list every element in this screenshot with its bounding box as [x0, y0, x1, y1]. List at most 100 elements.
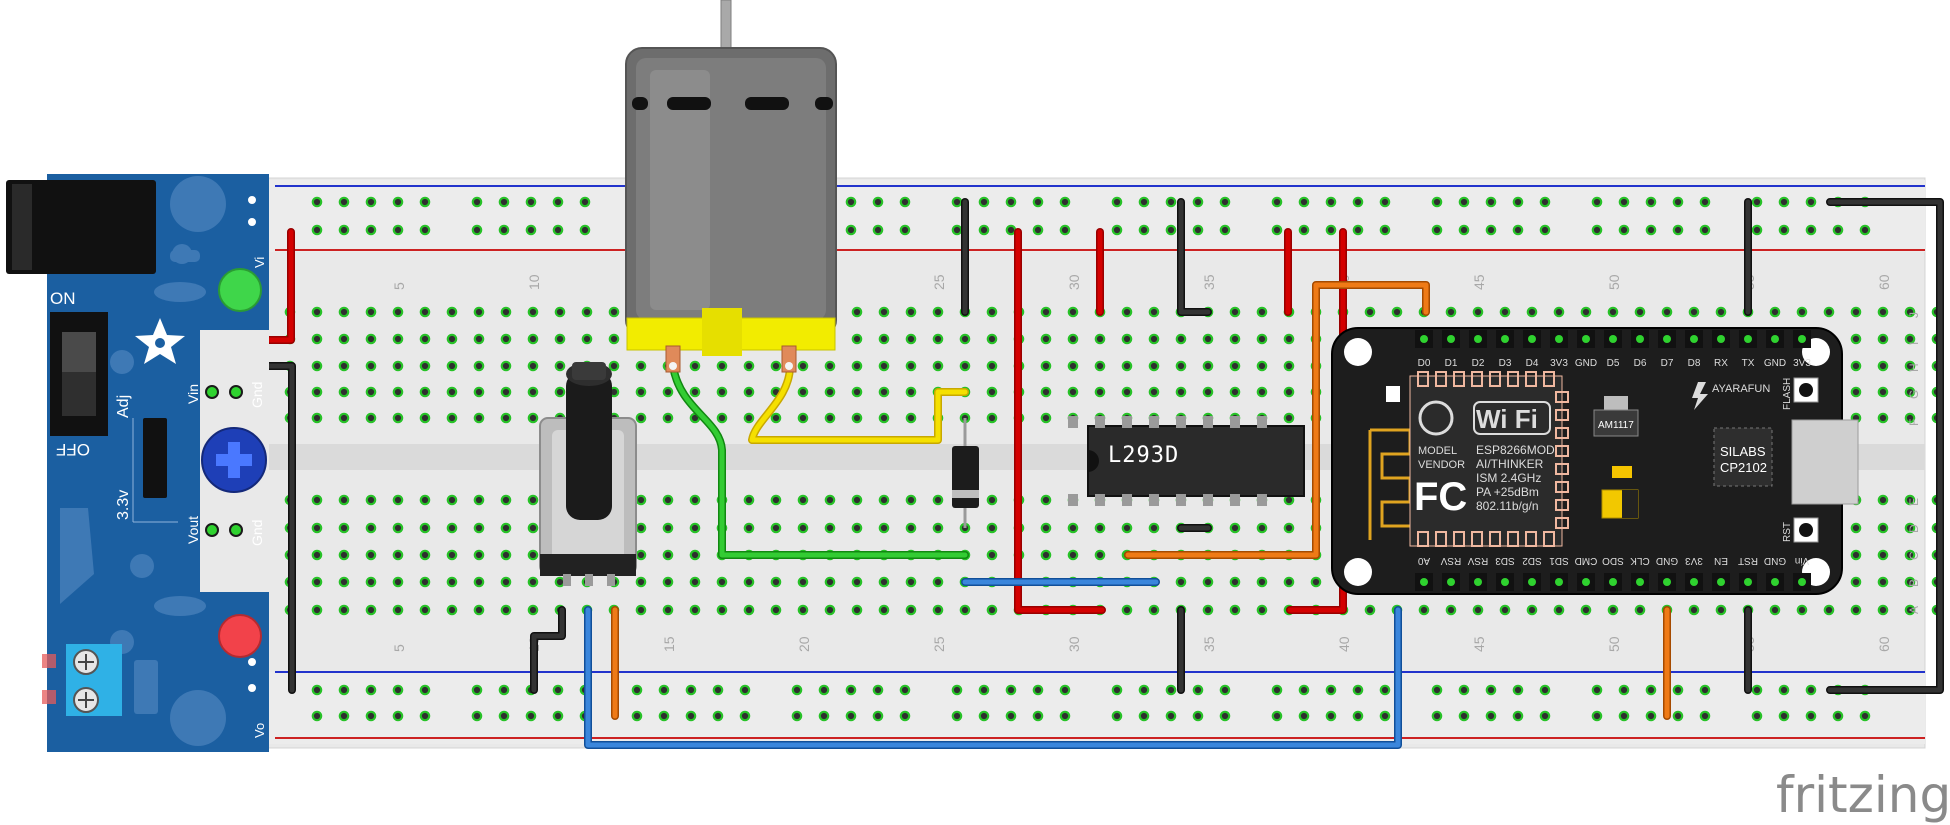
- module-standard: 802.11b/g/n: [1476, 499, 1539, 513]
- rail-hole: [1059, 196, 1071, 208]
- breadboard-hole: [905, 386, 917, 398]
- mcu-pin-label: D4: [1526, 358, 1539, 369]
- dc-barrel-jack[interactable]: [6, 180, 156, 274]
- mcu-pin-hole: [1744, 335, 1752, 343]
- breadboard-hole: [311, 412, 323, 424]
- rail-hole: [1431, 196, 1443, 208]
- vout-label: Vout: [185, 516, 201, 544]
- mcu-pin-label: D1: [1445, 358, 1458, 369]
- breadboard-hole: [1283, 412, 1295, 424]
- breadboard-hole: [1418, 604, 1430, 616]
- row-letter: G: [1907, 390, 1921, 399]
- column-number: 15: [661, 636, 677, 652]
- breadboard-hole: [1850, 306, 1862, 318]
- breadboard-hole: [797, 522, 809, 534]
- breadboard-hole: [1040, 522, 1052, 534]
- breadboard-hole: [878, 360, 890, 372]
- breadboard-hole: [851, 412, 863, 424]
- breadboard-hole: [770, 576, 782, 588]
- breadboard-hole: [878, 604, 890, 616]
- breadboard-hole: [743, 576, 755, 588]
- rail-hole: [1271, 684, 1283, 696]
- breadboard-hole: [338, 386, 350, 398]
- breadboard-hole: [1229, 333, 1241, 345]
- ic-pin: [1203, 416, 1213, 428]
- rail-hole: [579, 224, 591, 236]
- voltage-jumper[interactable]: [143, 418, 167, 498]
- breadboard-hole: [635, 386, 647, 398]
- micro-usb-port[interactable]: [1791, 419, 1859, 505]
- rail-hole: [658, 710, 670, 722]
- rail-hole: [899, 196, 911, 208]
- breadboard-hole: [662, 604, 674, 616]
- rail-hole: [1298, 196, 1310, 208]
- rail-hole: [978, 710, 990, 722]
- rail-hole: [1805, 196, 1817, 208]
- column-number: 45: [1471, 636, 1487, 652]
- breadboard-hole: [419, 412, 431, 424]
- ic-pin: [1149, 416, 1159, 428]
- module-brand: Wi Fi: [1476, 404, 1538, 434]
- rail-hole: [1032, 196, 1044, 208]
- rail-hole: [419, 710, 431, 722]
- breadboard-hole: [689, 360, 701, 372]
- breadboard-hole: [608, 306, 620, 318]
- row-letter: E: [1907, 498, 1921, 506]
- power-supply-module: ON OFF Adj 3.3v Vin Gnd Vout Gnd Vi Vo: [6, 174, 269, 752]
- mcu-pin-hole: [1447, 335, 1455, 343]
- breadboard-hole: [824, 360, 836, 372]
- breadboard-hole: [1067, 549, 1079, 561]
- rail-hole: [1672, 684, 1684, 696]
- ic-pin: [1068, 494, 1078, 506]
- mcu-pin-hole: [1528, 578, 1536, 586]
- breadboard-hole: [1688, 306, 1700, 318]
- mounting-hole-bl: [1344, 558, 1372, 586]
- rail-hole: [1618, 224, 1630, 236]
- breadboard-hole: [635, 604, 647, 616]
- breadboard-hole: [311, 333, 323, 345]
- rail-hole: [1379, 224, 1391, 236]
- breadboard-hole: [689, 494, 701, 506]
- breadboard-hole: [770, 412, 782, 424]
- rail-hole: [1645, 224, 1657, 236]
- breadboard-hole: [743, 494, 755, 506]
- rail-hole: [1458, 684, 1470, 696]
- module-band: ISM 2.4GHz: [1476, 471, 1541, 485]
- mcu-pin-label: D7: [1661, 358, 1674, 369]
- mcu-pin-hole: [1690, 578, 1698, 586]
- breadboard-hole: [824, 386, 836, 398]
- pot-knob[interactable]: [566, 372, 612, 520]
- breadboard-hole: [635, 494, 647, 506]
- rail-hole: [658, 684, 670, 696]
- breadboard-hole: [1850, 549, 1862, 561]
- breadboard-hole: [770, 604, 782, 616]
- rail-hole: [338, 224, 350, 236]
- power-led-green: [218, 268, 262, 312]
- breadboard-hole: [662, 576, 674, 588]
- breadboard-hole: [959, 604, 971, 616]
- rail-hole: [872, 710, 884, 722]
- breadboard-hole: [1094, 522, 1106, 534]
- breadboard-hole: [527, 306, 539, 318]
- breadboard-hole: [986, 412, 998, 424]
- breadboard-hole: [311, 360, 323, 372]
- breadboard-hole: [986, 604, 998, 616]
- mcu-pin-label: CLK: [1630, 555, 1650, 566]
- rail-hole: [791, 684, 803, 696]
- breadboard-hole: [527, 494, 539, 506]
- module-power: PA +25dBm: [1476, 485, 1539, 499]
- rail-hole: [1352, 224, 1364, 236]
- breadboard-hole: [1391, 306, 1403, 318]
- breadboard-hole: [473, 494, 485, 506]
- mcu-pin-hole: [1717, 335, 1725, 343]
- rail-hole: [311, 684, 323, 696]
- row-letter: A: [1907, 606, 1921, 614]
- rail-hole: [338, 710, 350, 722]
- rail-hole: [1458, 224, 1470, 236]
- rail-hole: [1539, 710, 1551, 722]
- breadboard-hole: [1904, 576, 1916, 588]
- breadboard-hole: [662, 549, 674, 561]
- breadboard-hole: [1850, 604, 1862, 616]
- breadboard-hole: [473, 522, 485, 534]
